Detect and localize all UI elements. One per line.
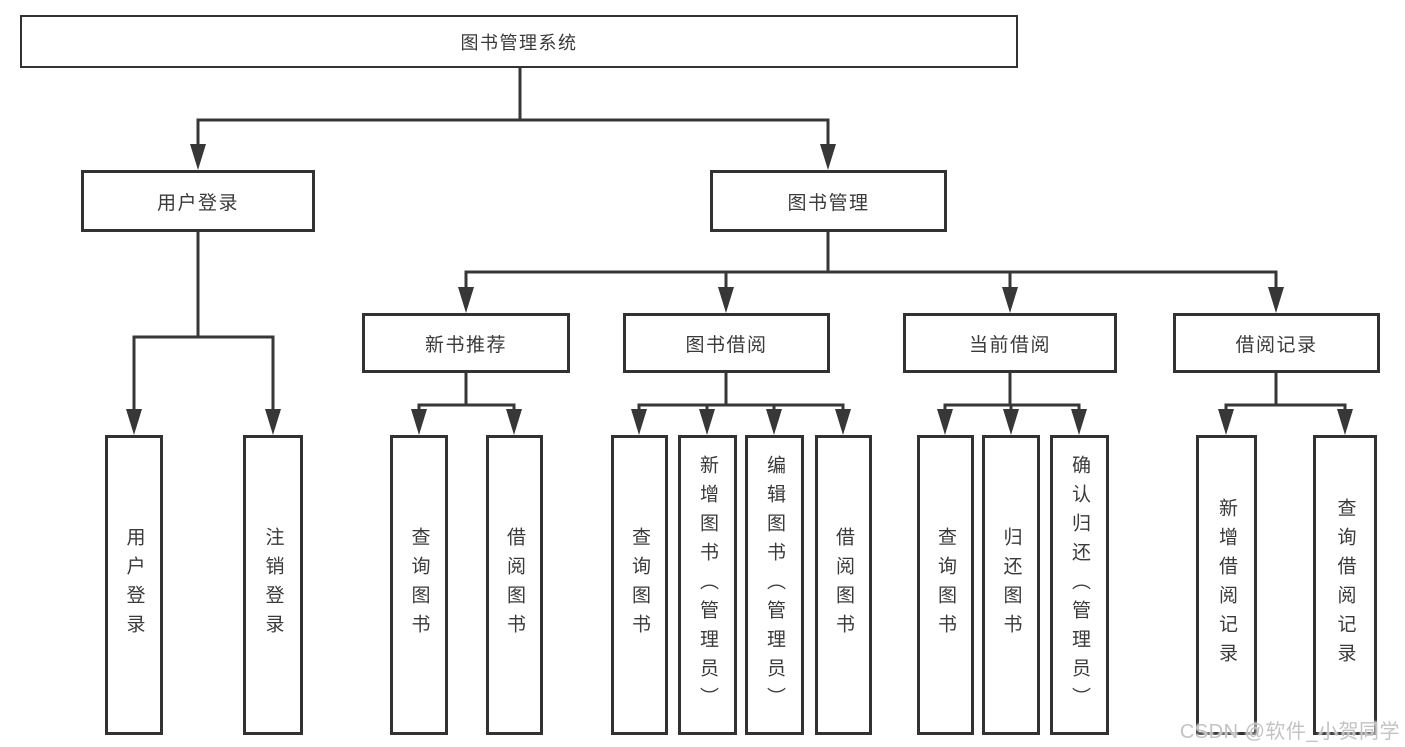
- leaf-user-login: 用户登录: [105, 435, 163, 735]
- leaf-query-books-current: 查询图书: [917, 435, 974, 735]
- leaf-add-books-admin: 新增图书（管理员）: [678, 435, 737, 735]
- node-new-book-recommend: 新书推荐: [362, 313, 570, 373]
- watermark: CSDN @软件_小贺同学: [1179, 721, 1400, 743]
- arrowheads: [126, 144, 1353, 435]
- leaf-borrow-books: 借阅图书: [815, 435, 872, 735]
- leaf-borrow-books-recommend: 借阅图书: [486, 435, 543, 735]
- node-user-login: 用户登录: [81, 170, 315, 232]
- node-borrow-records: 借阅记录: [1173, 313, 1380, 373]
- node-current-borrow: 当前借阅: [903, 313, 1117, 373]
- leaf-confirm-return-admin: 确认归还（管理员）: [1050, 435, 1109, 735]
- leaf-query-books-borrow: 查询图书: [611, 435, 668, 735]
- node-book-management: 图书管理: [710, 170, 947, 232]
- leaf-return-books: 归还图书: [982, 435, 1040, 735]
- leaf-query-borrow-record: 查询借阅记录: [1313, 435, 1377, 735]
- leaf-edit-books-admin: 编辑图书（管理员）: [745, 435, 804, 735]
- leaf-logout: 注销登录: [243, 435, 303, 735]
- leaf-add-borrow-record: 新增借阅记录: [1196, 435, 1257, 735]
- node-book-borrow: 图书借阅: [623, 313, 830, 373]
- node-library-management-system: 图书管理系统: [20, 15, 1018, 68]
- leaf-query-books-recommend: 查询图书: [390, 435, 448, 735]
